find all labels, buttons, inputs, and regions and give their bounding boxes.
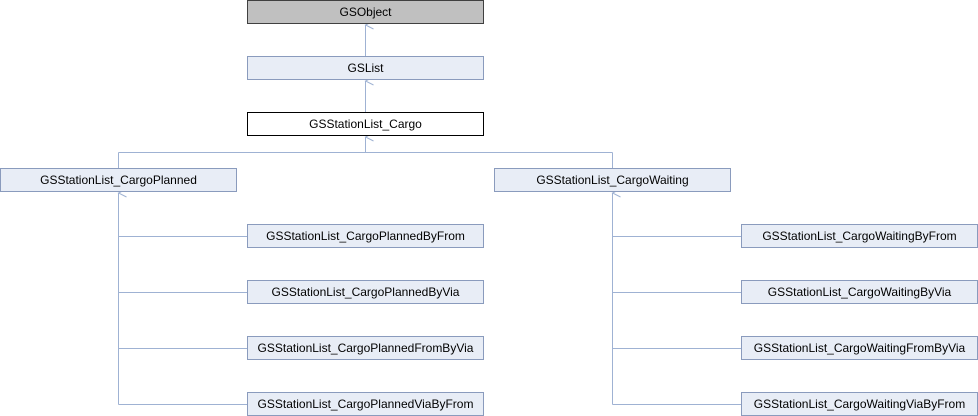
node-label: GSStationList_CargoWaitingByFrom [762,229,957,243]
node-label: GSStationList_Cargo [309,117,422,131]
node-label: GSStationList_CargoWaitingFromByVia [753,341,966,355]
node-label: GSStationList_CargoPlannedViaByFrom [257,397,474,411]
node-label: GSStationList_CargoPlannedFromByVia [257,341,474,355]
node-cargo-planned[interactable]: GSStationList_CargoPlanned [0,168,237,192]
node-cargo-planned-by-via[interactable]: GSStationList_CargoPlannedByVia [247,280,484,304]
node-cargo-waiting-from-by-via[interactable]: GSStationList_CargoWaitingFromByVia [741,336,978,360]
node-cargo-waiting-by-via[interactable]: GSStationList_CargoWaitingByVia [741,280,978,304]
node-cargo-planned-via-by-from[interactable]: GSStationList_CargoPlannedViaByFrom [247,392,484,416]
node-label: GSList [347,61,384,75]
node-label: GSStationList_CargoWaitingViaByFrom [753,397,966,411]
node-gsobject[interactable]: GSObject [247,0,484,24]
node-cargo-waiting[interactable]: GSStationList_CargoWaiting [494,168,731,192]
node-label: GSObject [339,5,392,19]
node-label: GSStationList_CargoPlannedByVia [271,285,460,299]
node-label: GSStationList_CargoPlanned [40,173,197,187]
node-cargo-waiting-via-by-from[interactable]: GSStationList_CargoWaitingViaByFrom [741,392,978,416]
node-label: GSStationList_CargoWaiting [536,173,689,187]
node-gsstationlist-cargo: GSStationList_Cargo [247,112,484,136]
node-cargo-planned-from-by-via[interactable]: GSStationList_CargoPlannedFromByVia [247,336,484,360]
node-cargo-planned-by-from[interactable]: GSStationList_CargoPlannedByFrom [247,224,484,248]
node-gslist[interactable]: GSList [247,56,484,80]
node-label: GSStationList_CargoPlannedByFrom [266,229,465,243]
node-cargo-waiting-by-from[interactable]: GSStationList_CargoWaitingByFrom [741,224,978,248]
node-label: GSStationList_CargoWaitingByVia [767,285,952,299]
